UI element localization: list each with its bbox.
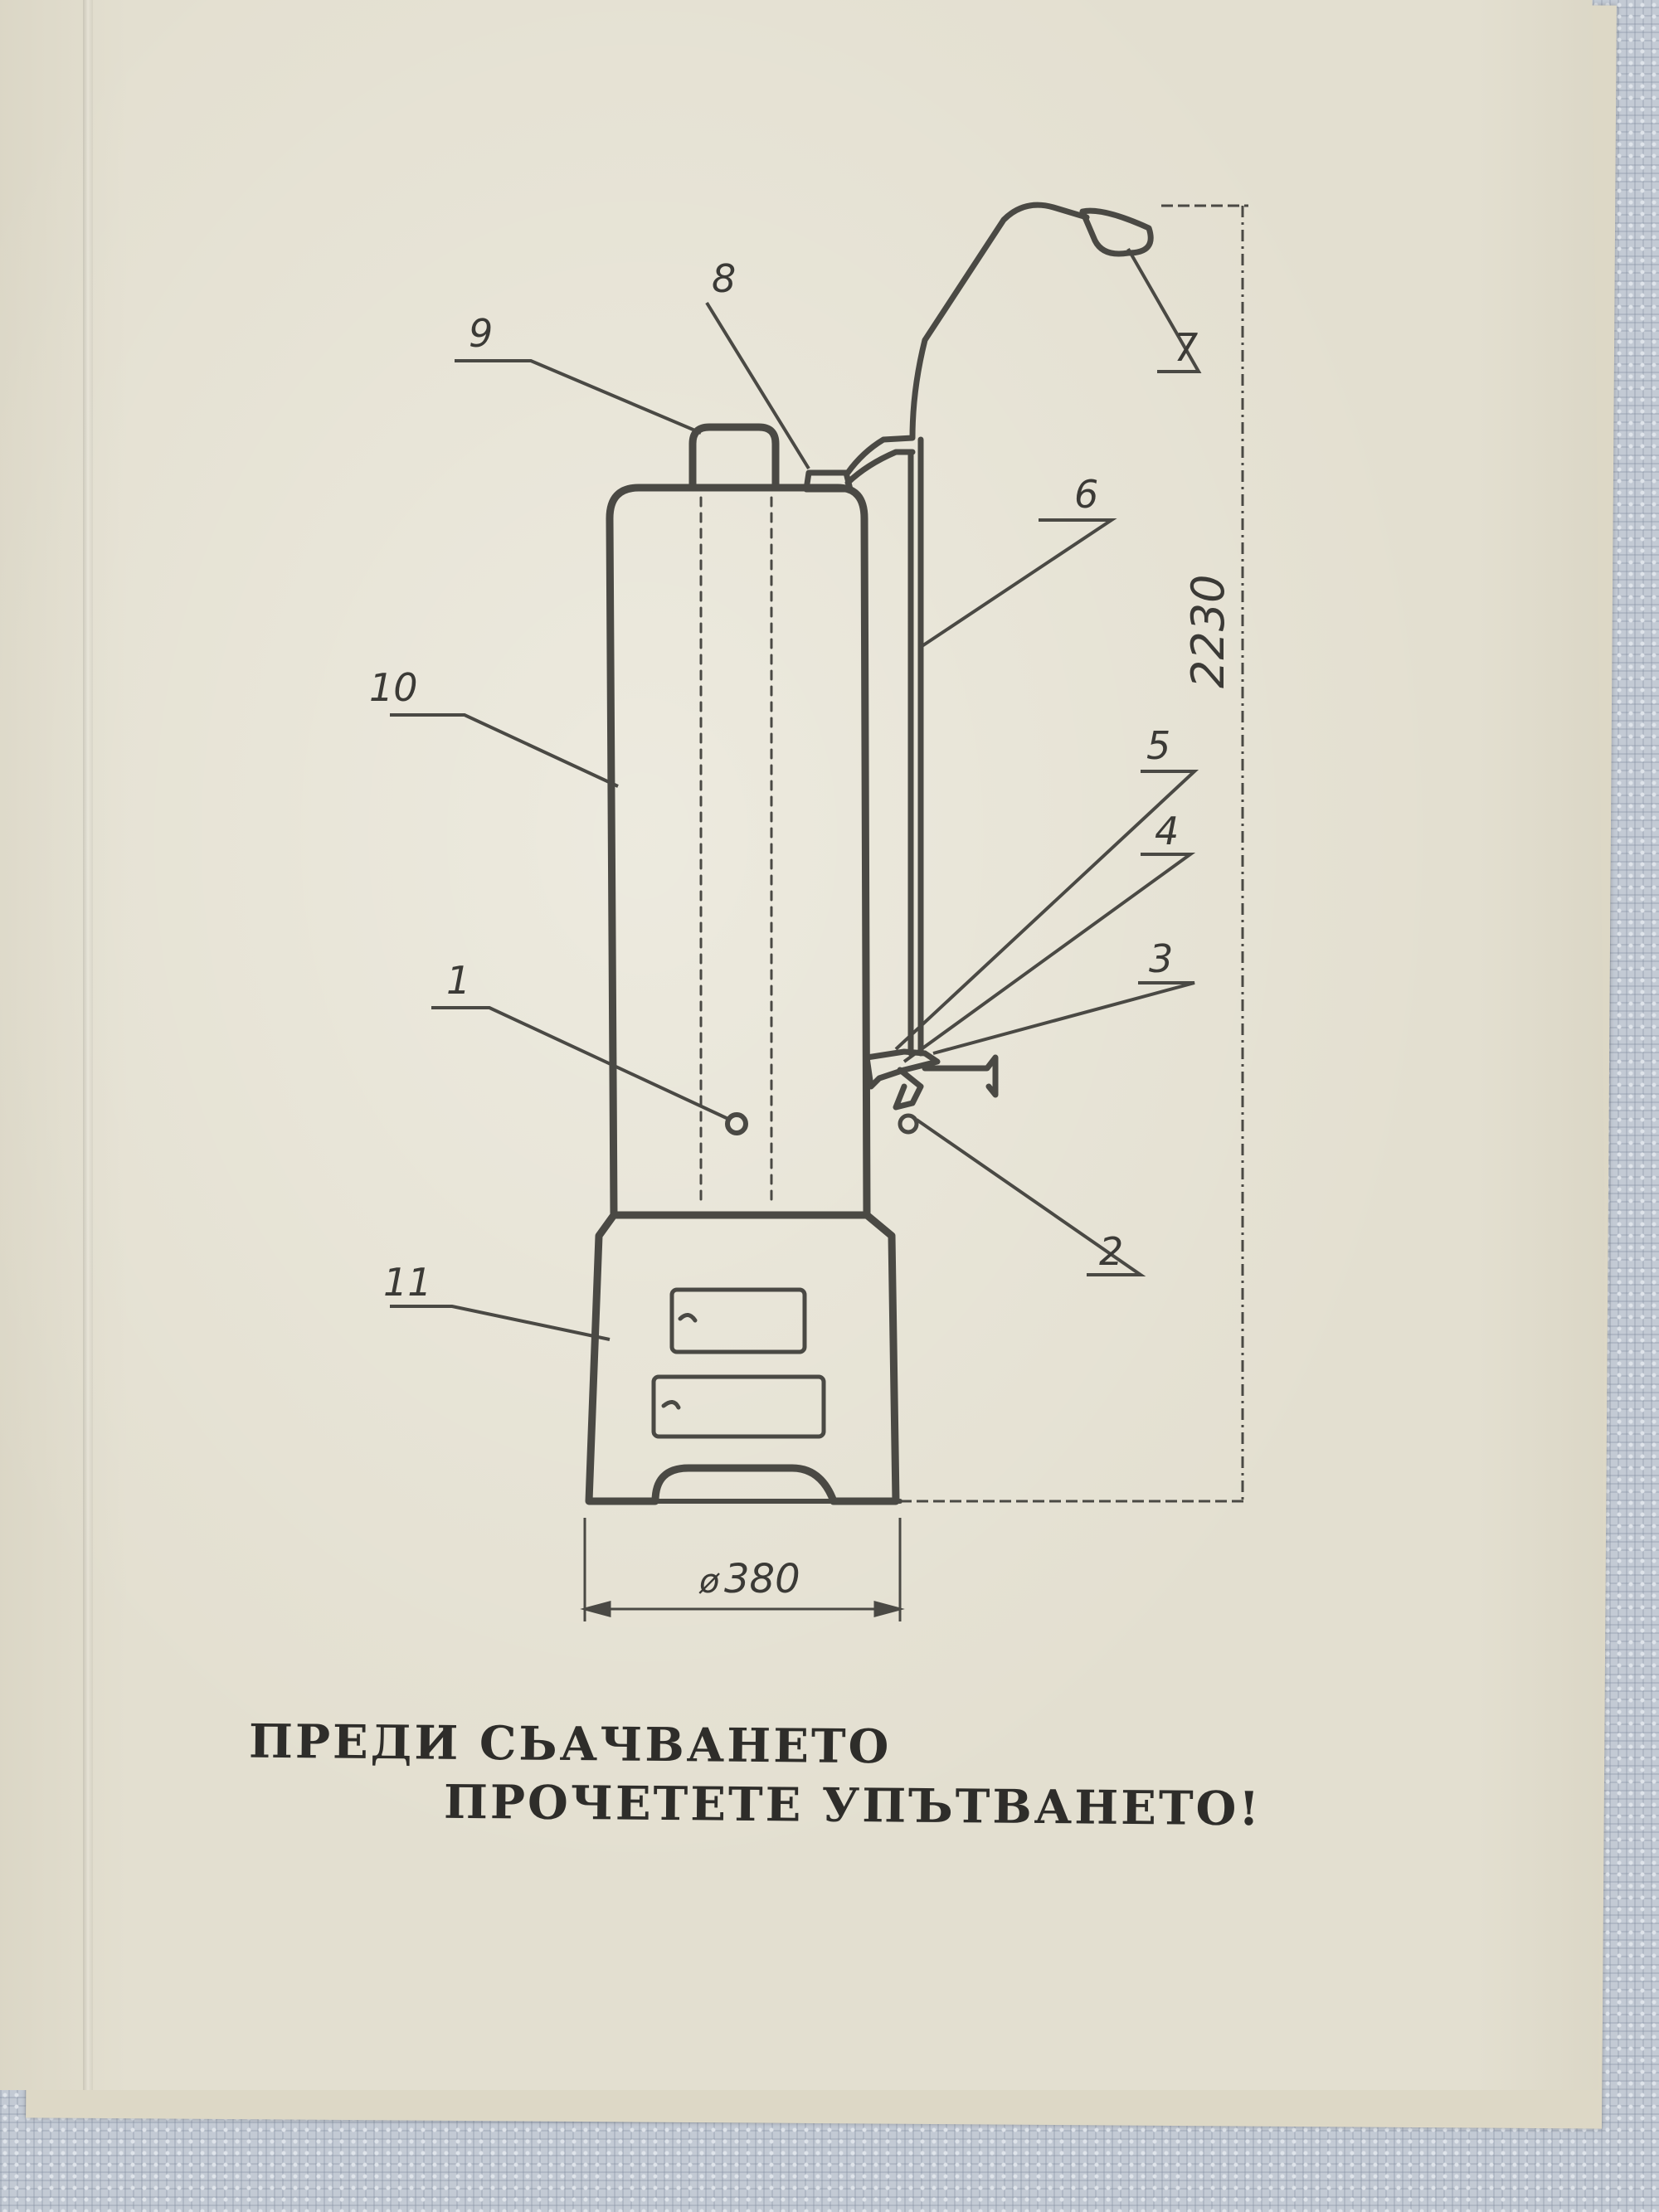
callout-8: 8 <box>712 256 736 301</box>
heater-body <box>606 484 871 1219</box>
callout-7: 7 <box>1174 325 1198 370</box>
callout-9: 9 <box>469 311 493 356</box>
valve-cluster <box>864 1048 941 1090</box>
diameter-symbol: ø <box>698 1563 720 1601</box>
callout-2: 2 <box>1099 1229 1123 1274</box>
firebox-base <box>585 1211 900 1505</box>
firebox-door-lower <box>651 1374 826 1439</box>
callout-6: 6 <box>1074 472 1098 517</box>
thermometer <box>725 1112 748 1135</box>
firebox-door-upper <box>669 1287 807 1354</box>
shower-pipe <box>844 202 1090 476</box>
callout-5: 5 <box>1146 723 1170 768</box>
height-dimension: 2230 <box>1182 575 1234 688</box>
callout-1: 1 <box>446 958 470 1003</box>
paper-sheet <box>0 0 1605 2090</box>
callout-10: 10 <box>369 665 418 710</box>
chimney-cap <box>688 423 780 492</box>
paper-fold <box>83 0 93 2090</box>
caption-line-1: ПРЕДИ СЬАЧВАНЕТО <box>248 1714 892 1775</box>
callout-11: 11 <box>383 1260 432 1305</box>
diameter-dimension: 380 <box>724 1556 800 1602</box>
callout-3: 3 <box>1149 936 1173 981</box>
callout-4: 4 <box>1155 809 1179 853</box>
shower-head <box>1079 207 1154 257</box>
caption-line-2: ПРОЧЕТЕТЕ УПЪТВАНЕТО! <box>443 1774 1262 1837</box>
